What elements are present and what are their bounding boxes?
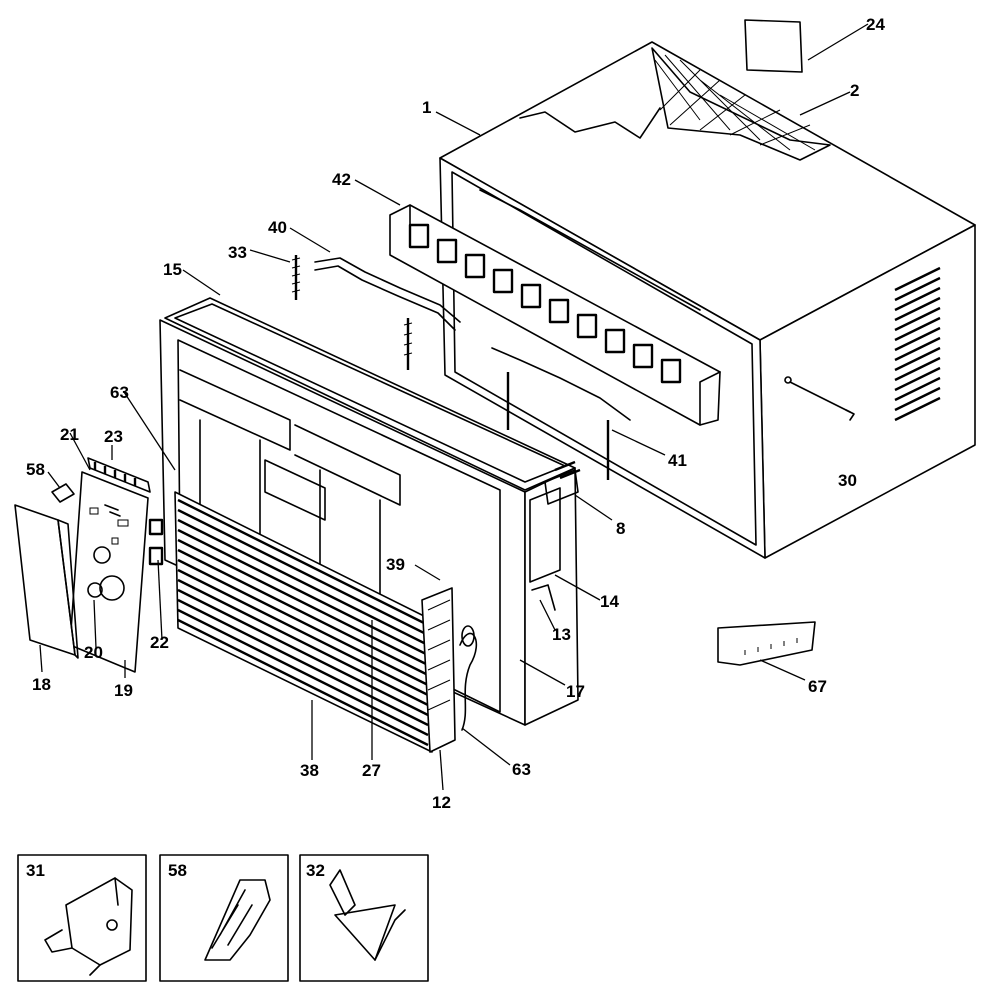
air-filter (421, 587, 456, 753)
label-14: 14 (600, 592, 619, 611)
front-grille (174, 491, 433, 753)
connector-22 (148, 518, 164, 566)
inset-label-32: 32 (306, 861, 325, 880)
control-cover (14, 504, 79, 659)
leader-lines (39, 23, 869, 791)
slide-rail-40 (314, 257, 461, 331)
air-guide-bracket (389, 204, 721, 426)
label-67: 67 (808, 677, 827, 696)
label-2: 2 (850, 81, 859, 100)
rack-33 (291, 255, 413, 370)
clip-58 (51, 483, 75, 503)
bottom-bracket (717, 621, 816, 666)
slide-rail-41 (491, 347, 631, 480)
switch-strip-23 (87, 457, 151, 493)
label-63-top: 63 (110, 383, 129, 402)
label-1: 1 (422, 98, 431, 117)
label-22: 22 (150, 633, 169, 652)
label-12: 12 (432, 793, 451, 812)
control-panel (69, 471, 149, 673)
label-21: 21 (60, 425, 79, 444)
label-30: 30 (838, 471, 857, 490)
label-23: 23 (104, 427, 123, 446)
label-15: 15 (163, 260, 182, 279)
label-19: 19 (114, 681, 133, 700)
label-24: 24 (866, 15, 885, 34)
control-bracket (529, 460, 581, 611)
mesh-insulation (651, 47, 831, 161)
label-38: 38 (300, 761, 319, 780)
side-louvres (894, 266, 941, 422)
inset-58: 58 (159, 854, 289, 982)
label-13: 13 (552, 625, 571, 644)
label-42: 42 (332, 170, 351, 189)
inset-label-31: 31 (26, 861, 45, 880)
part-labels: 1 2 24 42 40 33 15 63 21 23 58 41 30 8 1… (26, 15, 885, 812)
label-17: 17 (566, 682, 585, 701)
label-39: 39 (386, 555, 405, 574)
inset-31: 31 (17, 854, 147, 982)
label-58: 58 (26, 460, 45, 479)
label-40: 40 (268, 218, 287, 237)
label-63-bottom: 63 (512, 760, 531, 779)
label-20: 20 (84, 643, 103, 662)
screw-30 (784, 376, 855, 421)
label-41: 41 (668, 451, 687, 470)
label-27: 27 (362, 761, 381, 780)
label-8: 8 (616, 519, 625, 538)
label-33: 33 (228, 243, 247, 262)
label-18: 18 (32, 675, 51, 694)
inset-32: 32 (299, 854, 429, 982)
power-cord (459, 625, 478, 731)
inset-label-58: 58 (168, 861, 187, 880)
label-plate (744, 19, 803, 73)
